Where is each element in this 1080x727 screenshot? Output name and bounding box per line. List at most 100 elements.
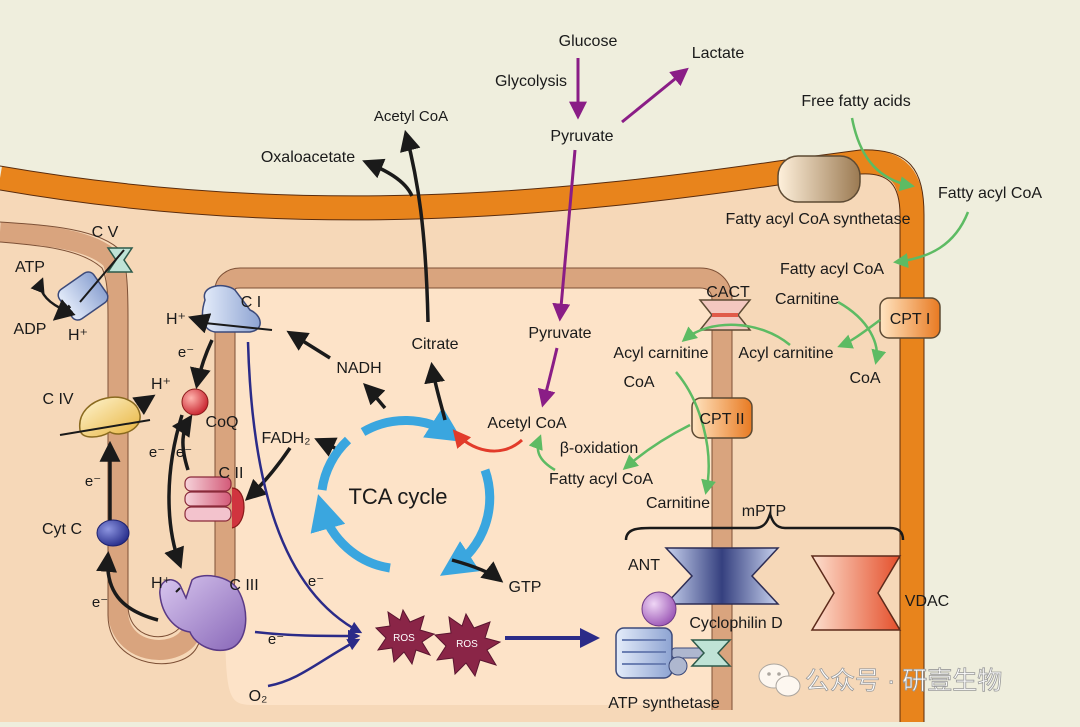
coq-label: CoQ: [206, 414, 239, 431]
carnitine-right-label: Carnitine: [775, 291, 839, 308]
coq-ball: [181, 388, 209, 416]
vdac-protein: [810, 555, 902, 631]
pyruvate-into-matrix-arrow: [552, 149, 577, 322]
free-fatty-acids-label: Free fatty acids: [801, 93, 910, 110]
cv-label: C V: [92, 224, 119, 241]
ant-protein: [664, 547, 780, 605]
ciii-h-arrow: [175, 587, 181, 593]
ci-to-coq-arrow: [190, 339, 214, 390]
outer-membrane-edge: [0, 149, 925, 722]
o2-electron-arrow: [267, 638, 361, 688]
ciii-electron-leak-arrow: [254, 629, 361, 643]
civ-label: C IV: [42, 391, 73, 408]
acetyl-coa-top-label: Acetyl CoA: [374, 108, 448, 125]
complex-ii-protein: [184, 476, 245, 529]
citrate-to-acetyl-coa-arrow: [400, 129, 430, 323]
cyclophilin-d-label: Cyclophilin D: [689, 615, 782, 632]
inner-membrane: [0, 222, 732, 710]
glycolysis-arrows: [537, 58, 689, 408]
cii-label: C II: [219, 465, 244, 482]
tca-cycle-ring: [310, 407, 495, 576]
e-cytc-label: e⁻: [92, 594, 108, 611]
tca-to-gtp-arrow: [451, 558, 504, 583]
cpt2-protein: [691, 397, 753, 439]
acyl-carnitine-left-label: Acyl carnitine: [613, 345, 708, 362]
glucose-label: Glucose: [559, 33, 618, 50]
fatty-acyl-coa-inner-label: Fatty acyl CoA: [780, 261, 884, 278]
ciii-label: C III: [229, 577, 258, 594]
ciii-to-cytc-arrow: [96, 550, 159, 622]
atp-synthetase-label: ATP synthetase: [608, 695, 720, 712]
wechat-icon: [758, 663, 801, 697]
cpt2-to-carnitine-arrow: [675, 371, 716, 495]
oxaloacetate-label: Oxaloacetate: [261, 149, 355, 166]
tca-cycle-label: TCA cycle: [348, 484, 447, 509]
tca-to-fadh2-arrow: [314, 437, 338, 457]
o2-label: O₂: [249, 688, 268, 705]
pyruvate-to-acetyl-coa-arrow: [537, 347, 559, 408]
cpt2-label: CPT II: [699, 411, 744, 428]
ros-star-1: [374, 608, 436, 666]
atp-label: ATP: [15, 259, 45, 276]
cv-h-arrow: [52, 299, 76, 321]
outer-membrane: [0, 149, 924, 722]
ci-electron-leak-arrow: [246, 341, 363, 634]
tca-to-citrate-arrow: [424, 361, 447, 421]
adp-to-atp-arrow: [30, 277, 61, 310]
fatty-acid-arrows: [528, 117, 970, 495]
ci-h-arrow: [188, 313, 212, 334]
nadh-to-ci-arrow: [286, 330, 331, 360]
e-ciii-label: e⁻: [268, 631, 284, 648]
coa-matrix-label: CoA: [623, 374, 654, 391]
fatty-acyl-coa-synthetase-protein: [777, 155, 861, 203]
acetyl-coa-entry-arrow: [452, 429, 524, 453]
nadh-label: NADH: [336, 360, 381, 377]
tca-to-nadh-arrow: [363, 383, 387, 410]
ros-star-2: [433, 612, 502, 678]
fadh2-to-cii-arrow: [244, 447, 292, 501]
acyl-carnitine-right-label: Acyl carnitine: [738, 345, 833, 362]
fadh2-label: FADH₂: [262, 430, 311, 447]
civ-h-arrow: [132, 394, 156, 416]
e-coq2-label: e⁻: [176, 444, 192, 461]
h-plus-cv-label: H⁺: [68, 327, 88, 344]
lactate-label: Lactate: [692, 45, 745, 62]
beta-oxidation-label: β-oxidation: [560, 440, 639, 457]
cyclophilin-d-ball: [641, 591, 677, 627]
cyt-c-ball: [96, 519, 130, 547]
pyruvate-to-lactate-arrow: [621, 67, 689, 124]
ros-2-label: ROS: [456, 639, 478, 650]
cpt1-protein: [879, 297, 941, 339]
inner-membrane-outline: [0, 221, 733, 710]
black-arrows: [30, 129, 504, 622]
mptp-label: mPTP: [742, 503, 786, 520]
fatty-acyl-coa-synthetase-label: Fatty acyl CoA synthetase: [726, 211, 911, 228]
pyruvate-matrix-label: Pyruvate: [528, 325, 591, 342]
h-plus-ci-label: H⁺: [166, 311, 186, 328]
cact-to-acyl-carnitine-arrow: [681, 323, 791, 346]
e-tca-label: e⁻: [308, 573, 324, 590]
coq-to-ciii-arrow: [164, 414, 184, 569]
ant-label: ANT: [628, 557, 660, 574]
beta-oxidation-arrow: [528, 434, 556, 472]
mptp-brace: [624, 510, 905, 541]
ci-label: C I: [241, 294, 261, 311]
acetyl-coa-matrix-label: Acetyl CoA: [487, 415, 566, 432]
atp-synthetase-protein: [615, 627, 732, 679]
pyruvate-top-label: Pyruvate: [550, 128, 613, 145]
labels: Glucose Glycolysis Lactate Pyruvate Acet…: [14, 33, 1043, 712]
cpt1-to-coa-arrow: [837, 300, 887, 365]
e-coq1-label: e⁻: [149, 444, 165, 461]
adp-label: ADP: [14, 321, 47, 338]
h-plus-ciii-label: H⁺: [151, 575, 171, 592]
e-civ-label: e⁻: [85, 473, 101, 490]
citrate-to-oxaloacetate-arrow: [362, 158, 414, 197]
h-plus-civ-label: H⁺: [151, 376, 171, 393]
matrix: [225, 278, 722, 705]
citrate-label: Citrate: [411, 336, 458, 353]
cact-label: CACT: [706, 284, 750, 301]
cpt2-to-fatty-acyl-coa-arrow: [622, 423, 691, 470]
glycolysis-label: Glycolysis: [495, 73, 567, 90]
